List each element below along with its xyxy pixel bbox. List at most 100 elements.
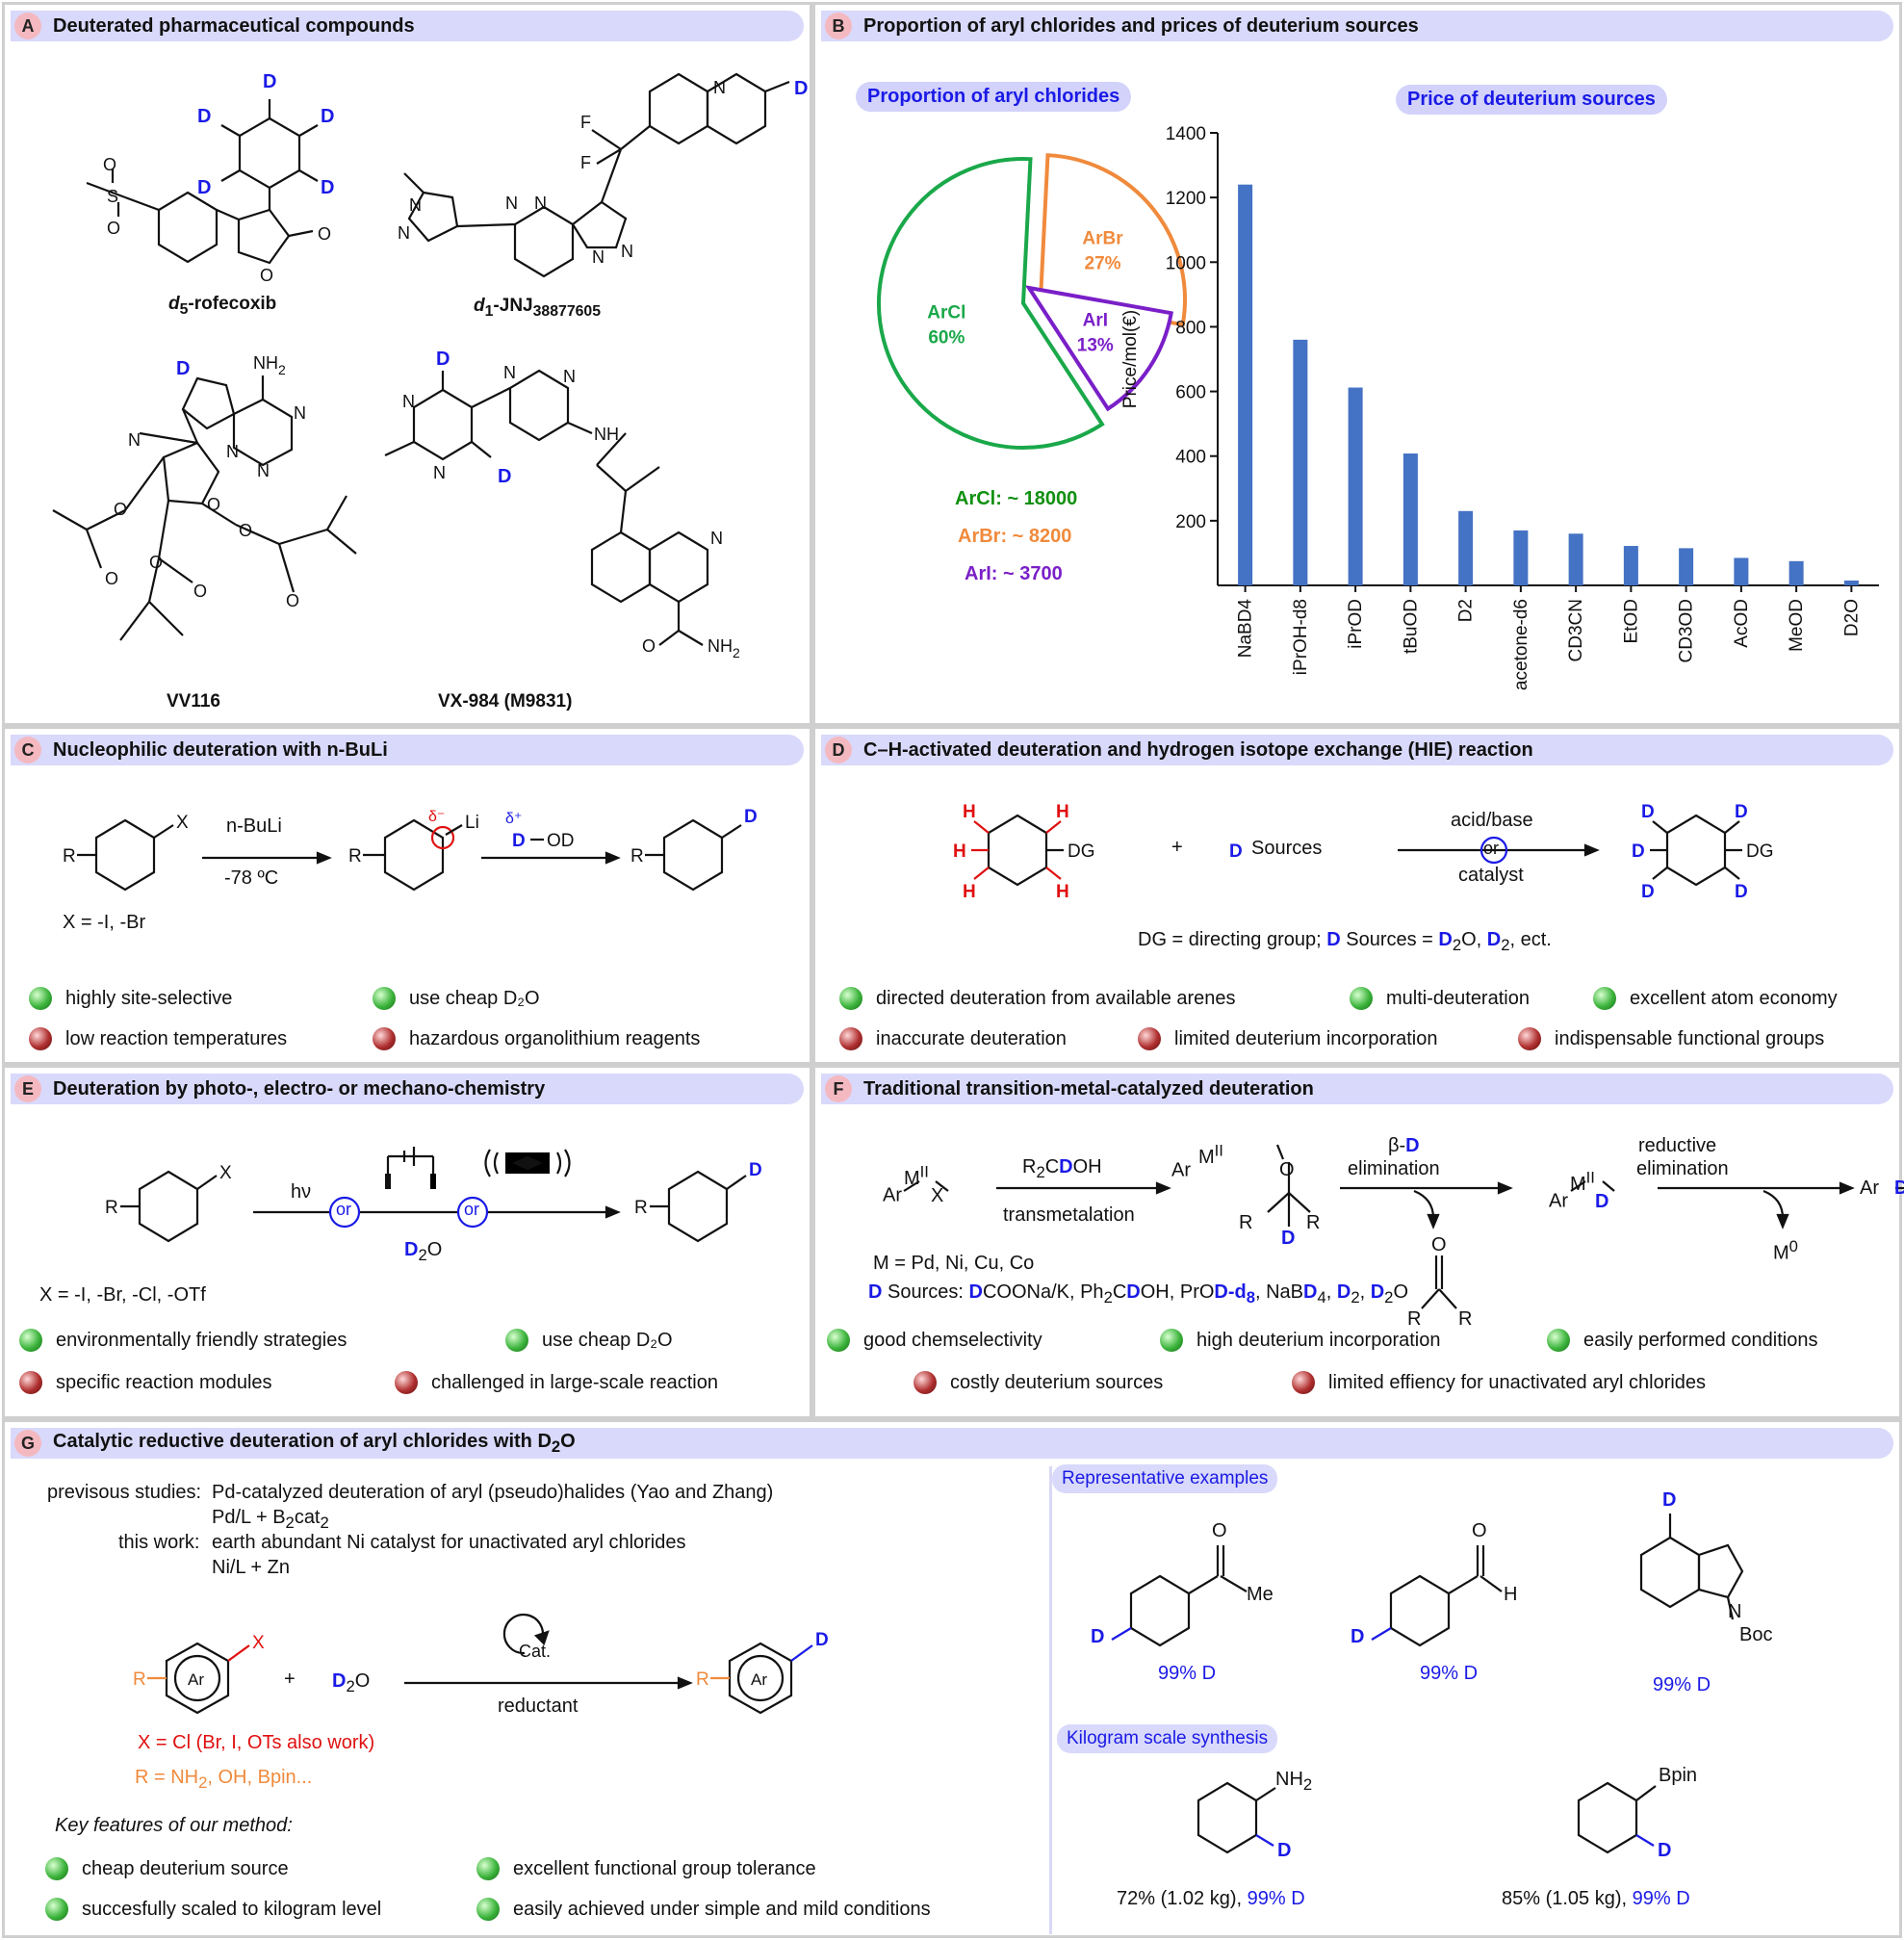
bar-chart: 200400600800100012001400Price/mol(€)NaBD… (1120, 124, 1879, 690)
compound-label-jnj: d1-JNJ38877605 (474, 296, 602, 320)
bar (1458, 510, 1474, 585)
negative-bullet-icon (29, 1027, 52, 1050)
bar (1843, 580, 1859, 585)
panel-header: D C–H-activated deuteration and hydrogen… (821, 735, 1893, 765)
x-tick-label: D2O (1841, 599, 1862, 636)
d-label: D (1662, 1489, 1677, 1511)
x-tick-label: iPrOH-d8 (1291, 599, 1311, 675)
x-definition: X = -I, -Br, -Cl, -OTf (39, 1284, 206, 1306)
panel-header: C Nucleophilic deuteration with n-BuLi (11, 735, 804, 765)
svg-text:O: O (642, 636, 656, 656)
svg-text:Ar: Ar (751, 1670, 767, 1689)
y-tick-label: 1200 (1166, 189, 1206, 209)
svg-text:D: D (1229, 841, 1243, 862)
kg-products (1196, 1781, 1657, 1854)
compound-label-vx984: VX-984 (M9831) (438, 691, 573, 712)
feature-item: limited effiency for unactivated aryl ch… (1292, 1371, 1706, 1394)
svg-text:H: H (1056, 882, 1069, 902)
bar (1348, 387, 1363, 585)
plus-sign: + (284, 1669, 296, 1690)
svg-text:δ⁻: δ⁻ (428, 809, 445, 825)
yield-label: 99% D (1420, 1663, 1479, 1684)
count-arcl: ArCl: ~ 18000 (955, 488, 1078, 509)
panel-header: G Catalytic reductive deuteration of ary… (11, 1428, 1893, 1459)
previous-studies-label: previsous studies: (47, 1482, 202, 1503)
svg-text:N: N (710, 529, 723, 548)
yield-label: 99% D (1653, 1674, 1711, 1695)
svg-text:N: N (294, 403, 306, 423)
svg-text:X: X (252, 1633, 265, 1653)
svg-text:O: O (114, 500, 127, 519)
this-work-text: earth abundant Ni catalyst for unactivat… (212, 1532, 686, 1553)
svg-text:O: O (260, 266, 273, 285)
panel-c: C Nucleophilic deuteration with n-BuLi X… (2, 726, 812, 1065)
svg-text:N: N (257, 461, 270, 480)
bar (1734, 557, 1749, 585)
metal-definition: M = Pd, Ni, Cu, Co (873, 1253, 1035, 1274)
positive-bullet-icon (827, 1329, 850, 1352)
x-tick-label: CD3CN (1566, 599, 1586, 661)
sources-label: Sources (1251, 838, 1323, 859)
svg-text:H: H (963, 882, 976, 902)
bpin-label: Bpin (1659, 1765, 1698, 1786)
pie-label: ArI (1083, 310, 1108, 330)
pie-title: Proportion of aryl chlorides (856, 82, 1132, 112)
y-tick-label: 600 (1175, 383, 1206, 403)
hydrogen-label: H (1504, 1584, 1518, 1605)
x-tick-label: acetone-d6 (1511, 599, 1531, 690)
svg-text:Ar: Ar (188, 1670, 204, 1689)
previous-conditions: Pd/L + B2cat2 (212, 1507, 329, 1532)
previous-studies-text: Pd-catalyzed deuteration of aryl (pseudo… (212, 1482, 774, 1503)
this-work-conditions: Ni/L + Zn (212, 1557, 290, 1578)
svg-text:D: D (436, 349, 450, 370)
svg-text:D: D (744, 807, 758, 827)
positive-bullet-icon (1593, 987, 1616, 1010)
positive-bullet-icon (29, 987, 52, 1010)
feature-item: cheap deuterium source (45, 1857, 289, 1880)
negative-bullet-icon (1518, 1027, 1541, 1050)
pie-slice-arbr (1038, 153, 1187, 327)
svg-text:N: N (505, 194, 518, 213)
transmetalation-label: transmetalation (1003, 1204, 1135, 1226)
svg-text:O: O (286, 591, 299, 610)
scheme-c: X R Li δ⁻ R δ⁺ D OD D R (63, 807, 758, 892)
svg-text:Li: Li (465, 813, 479, 833)
feature-item: hazardous organolithium reagents (373, 1027, 700, 1050)
svg-text:R: R (348, 846, 362, 867)
svg-text:D: D (321, 106, 334, 127)
svg-text:D: D (176, 358, 190, 379)
temperature-label: -78 ºC (224, 867, 279, 889)
scheme-d: DG H H H H H D DG D D D D D (953, 802, 1774, 902)
count-ari: ArI: ~ 3700 (965, 563, 1063, 584)
alkoxide-intermediate: ArMII (1171, 1141, 1223, 1181)
beta-d-label: β-D (1388, 1135, 1420, 1156)
kilogram-scale-title: Kilogram scale synthesis (1057, 1724, 1278, 1753)
negative-bullet-icon (395, 1371, 418, 1394)
scheme-g: X R Ar D R Ar (133, 1514, 1744, 1715)
ketone-r-left: R (1407, 1308, 1422, 1330)
svg-text:N: N (563, 367, 576, 386)
svg-text:DG: DG (1746, 841, 1774, 862)
ketone-r-right: R (1458, 1308, 1473, 1330)
r-group-left: R (1239, 1212, 1253, 1233)
svg-text:2: 2 (278, 362, 286, 377)
x-tick-label: tBuOD (1401, 599, 1421, 654)
feature-item: high deuterium incorporation (1160, 1329, 1441, 1352)
compound-label-vv116: VV116 (167, 691, 220, 712)
ketone-oxygen: O (1431, 1234, 1447, 1255)
svg-text:H: H (963, 802, 976, 822)
y-axis-label: Price/mol(€) (1120, 310, 1141, 408)
pie-value-label: 27% (1085, 254, 1121, 274)
svg-text:R: R (630, 846, 644, 867)
svg-text:D: D (321, 177, 334, 198)
divider (1049, 1466, 1052, 1934)
feature-item: easily performed conditions (1547, 1329, 1817, 1352)
panel-b: B Proportion of aryl chlorides and price… (812, 2, 1902, 726)
scheme-e: X R D R (105, 1147, 762, 1243)
kg-yield: 72% (1.02 kg), 99% D (1117, 1888, 1305, 1909)
negative-bullet-icon (19, 1371, 42, 1394)
feature-item: succesfully scaled to kilogram level (45, 1898, 381, 1921)
key-features-title: Key features of our method: (55, 1815, 293, 1836)
x-tick-label: NaBD4 (1236, 599, 1256, 659)
